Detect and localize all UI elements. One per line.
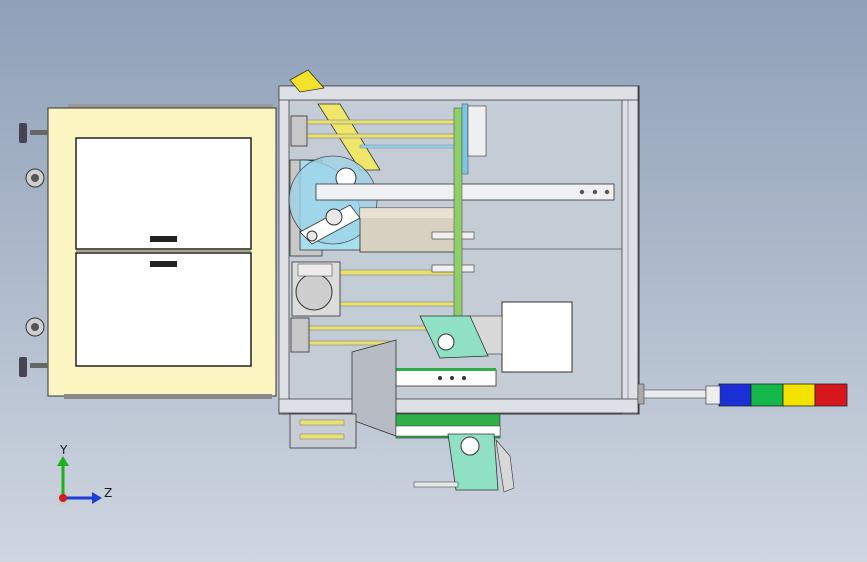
signal-light-red [814,383,848,407]
frame-left-post [278,85,290,415]
cabinet-bottom-vents [64,394,272,399]
signal-tower [637,383,848,407]
upper-panel-handle [150,236,177,242]
x-axis-dot [59,494,67,502]
gripper-arm [299,204,361,245]
signal-light-green [750,383,784,407]
teal-mount-upper [419,315,489,359]
frame-top-rail [278,85,639,101]
control-cabinet [19,104,277,399]
cabinet-feet [19,123,48,377]
linear-slide [315,183,615,201]
y-axis-arrowhead [57,456,69,466]
signal-tower-stem [641,389,707,399]
guide-rods [299,119,463,346]
top-bracket [467,105,487,157]
cylinder-clamp-bottom [431,264,475,273]
z-axis-label: Z [104,486,112,500]
signal-light-blue [718,383,752,407]
z-axis-arrowhead [92,492,102,504]
vertical-guide-green [453,107,463,339]
signal-light-yellow [782,383,816,407]
teal-mount-lower [447,433,499,491]
slide-holes [579,189,610,195]
frame-right-post [621,85,639,415]
angled-plate [351,339,397,437]
cylinder-clamp-top [431,231,475,240]
cabinet-lower-panel [75,252,252,367]
cabinet-upper-panel [75,137,252,250]
cabinet-top-vents [68,104,273,108]
lower-carriage [395,369,497,387]
bottom-gripper-assembly [289,413,515,493]
top-guard-plate [289,69,325,93]
lower-panel-handle [150,261,177,267]
axis-triad: Y Z [56,443,112,505]
servo-motor-housing [501,301,573,373]
vertical-guide-blue [461,103,469,175]
bearing-block [291,261,341,317]
carriage-holes [438,376,466,380]
y-axis-label: Y [59,443,68,457]
frame-bottom-rail [278,398,639,414]
